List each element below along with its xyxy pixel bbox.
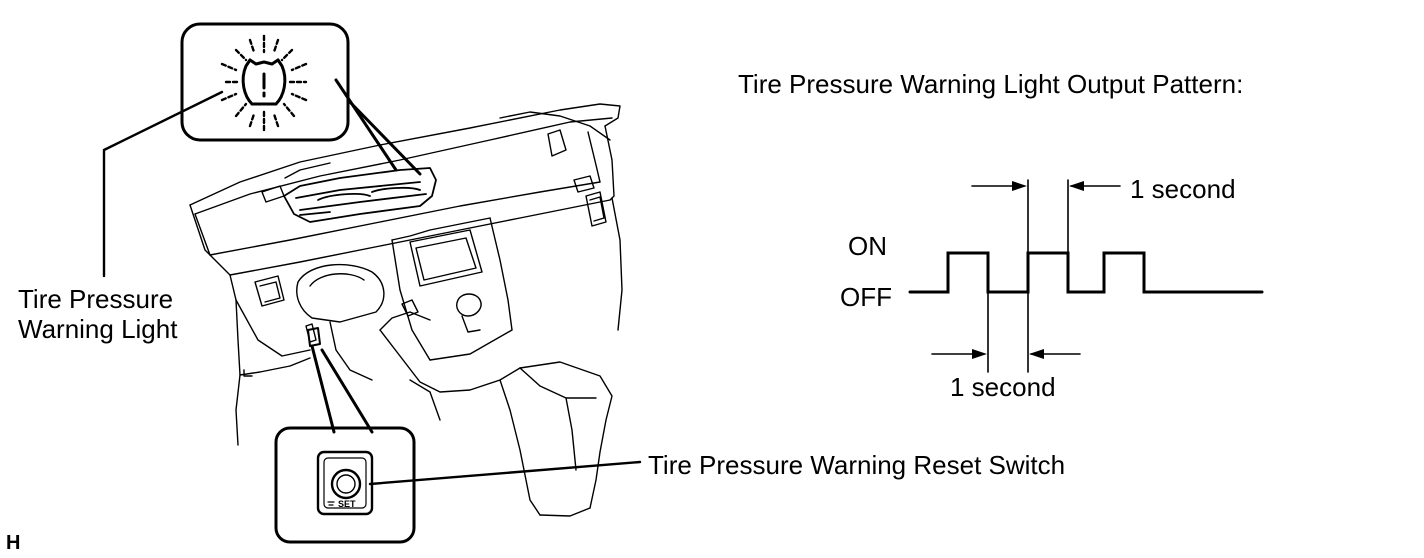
reset-switch-callout — [274, 327, 416, 544]
tire-pressure-warning-light-label: Tire Pressure Warning Light — [18, 284, 177, 344]
reset-switch-label: Tire Pressure Warning Reset Switch — [648, 450, 1066, 480]
bottom-interval-arrows — [931, 349, 1081, 359]
instrument-cluster — [283, 167, 437, 223]
warning-light-callout — [180, 22, 422, 176]
tpwl-label-line2: Warning Light — [18, 314, 178, 344]
interval-top-label: 1 second — [1130, 174, 1236, 204]
top-interval-arrows — [971, 181, 1121, 191]
switch-set-text: SET — [338, 499, 356, 509]
dashboard-illustration — [189, 103, 623, 517]
warning-light-leader — [102, 90, 224, 278]
state-off-label: OFF — [840, 282, 892, 312]
pattern-title: Tire Pressure Warning Light Output Patte… — [738, 69, 1244, 99]
tire-pressure-warning-icon — [220, 34, 308, 132]
output-pattern-waveform — [908, 251, 1264, 294]
interval-bottom-label: 1 second — [950, 372, 1056, 402]
timing-reference-lines — [987, 179, 1069, 373]
state-on-label: ON — [848, 231, 887, 261]
reset-switch-leader — [368, 460, 642, 486]
corner-mark: H — [6, 532, 21, 554]
tpwl-label-line1: Tire Pressure — [18, 284, 174, 314]
